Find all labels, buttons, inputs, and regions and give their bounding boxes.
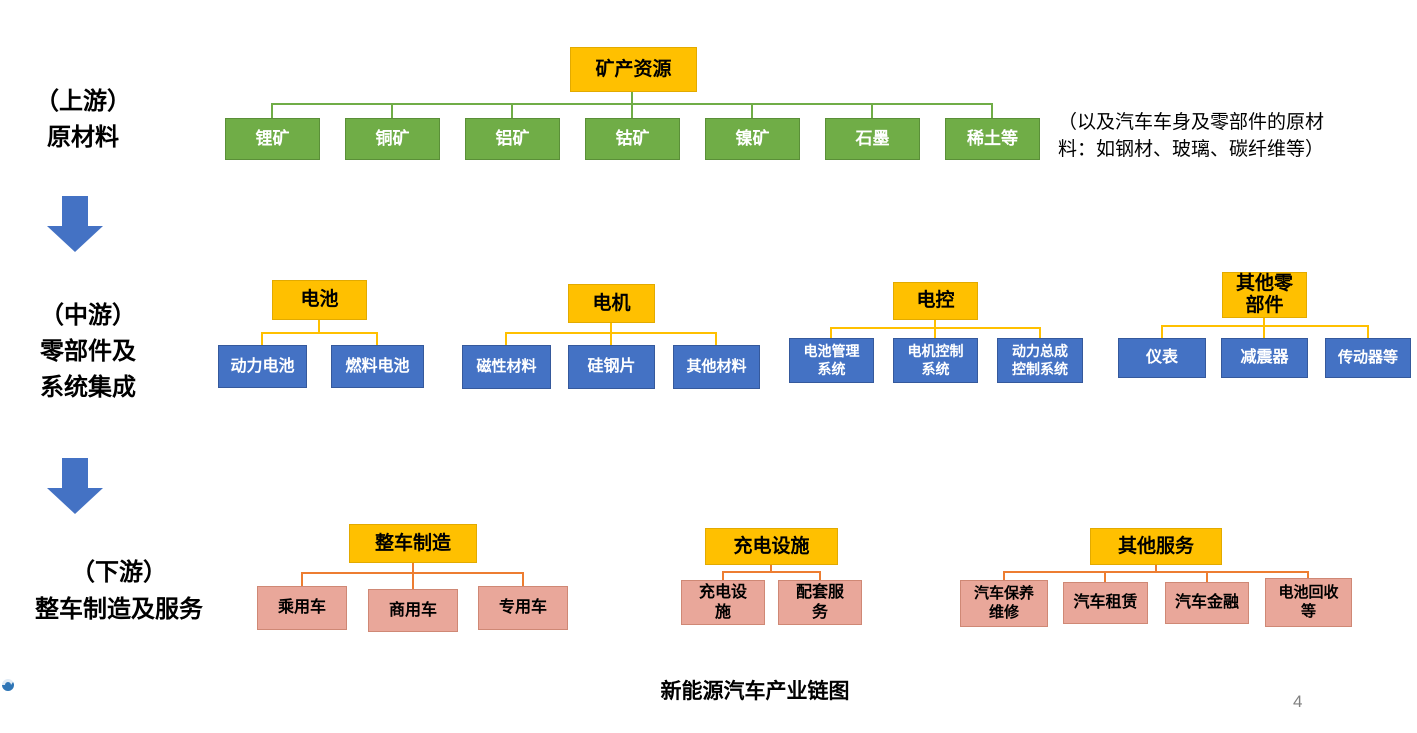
- connector: [1161, 325, 1163, 338]
- connector: [1003, 571, 1005, 581]
- connector: [511, 103, 513, 118]
- connector: [1263, 325, 1265, 338]
- upstream-label-line1: （上游）: [35, 88, 131, 115]
- connector: [1161, 325, 1369, 327]
- connector: [770, 565, 772, 572]
- transmission-box: 传动器等: [1325, 338, 1411, 378]
- supporting-services-box: 配套服务: [778, 580, 862, 625]
- connector: [1104, 571, 1106, 583]
- connector: [631, 103, 633, 118]
- connector: [376, 332, 378, 345]
- car-maintenance-box: 汽车保养维修: [960, 580, 1048, 627]
- upstream-stage-label: （上游） 原材料: [8, 84, 158, 156]
- connector: [261, 332, 263, 345]
- slide-title: 新能源汽车产业链图: [660, 680, 850, 703]
- page-number: 4: [1293, 692, 1303, 711]
- aluminum-ore-box: 铝矿: [465, 118, 560, 160]
- connector: [819, 571, 821, 581]
- connector: [934, 327, 936, 338]
- connector: [871, 103, 873, 118]
- other-materials-box: 其他材料: [673, 345, 760, 389]
- powertrain-control-system-box: 动力总成控制系统: [997, 338, 1083, 383]
- connector: [1155, 565, 1157, 572]
- other-services-header-box: 其他服务: [1090, 528, 1222, 565]
- downstream-stage-label: （下游） 整车制造及服务: [0, 554, 238, 628]
- connector: [991, 103, 993, 118]
- motor-header-box: 电机: [568, 284, 655, 323]
- midstream-label-line3: 系统集成: [40, 374, 136, 401]
- cobalt-ore-box: 钴矿: [585, 118, 680, 160]
- silicon-steel-sheet-box: 硅钢片: [568, 345, 655, 389]
- power-battery-box: 动力电池: [218, 345, 307, 388]
- down-arrow-head: [47, 226, 103, 252]
- magnetic-materials-box: 磁性材料: [462, 345, 551, 389]
- upstream-label-line2: 原材料: [47, 124, 119, 151]
- down-arrow-1: [47, 196, 103, 252]
- corner-logo-icon: [1, 678, 15, 691]
- e-control-header-box: 电控: [893, 282, 978, 320]
- graphite-box: 石墨: [825, 118, 920, 160]
- battery-header-box: 电池: [272, 280, 367, 320]
- battery-management-system-box: 电池管理系统: [789, 338, 874, 383]
- connector: [522, 572, 524, 586]
- connector: [505, 332, 507, 345]
- shock-absorber-box: 减震器: [1221, 338, 1308, 378]
- midstream-label-line2: 零部件及: [40, 338, 136, 365]
- midstream-stage-label: （中游） 零部件及 系统集成: [8, 298, 168, 406]
- copper-ore-box: 铜矿: [345, 118, 440, 160]
- connector: [1367, 325, 1369, 338]
- connector: [1263, 318, 1265, 326]
- connector: [934, 320, 936, 328]
- connector: [1206, 571, 1208, 583]
- fuel-cell-box: 燃料电池: [331, 345, 424, 388]
- connector: [610, 332, 612, 345]
- connector: [1039, 327, 1041, 338]
- connector: [1003, 571, 1309, 573]
- connector: [412, 563, 414, 573]
- down-arrow-2: [47, 458, 103, 514]
- connector: [318, 320, 320, 333]
- downstream-label-line1: （下游）: [71, 559, 167, 586]
- down-arrow-head: [47, 488, 103, 514]
- rare-earth-box: 稀土等: [945, 118, 1040, 160]
- connector: [830, 327, 832, 338]
- down-arrow-shaft: [62, 196, 88, 226]
- lithium-ore-box: 锂矿: [225, 118, 320, 160]
- instruments-box: 仪表: [1118, 338, 1206, 378]
- motor-control-system-box: 电机控制系统: [893, 338, 978, 383]
- connector: [722, 571, 724, 581]
- connector: [301, 572, 303, 586]
- special-vehicle-box: 专用车: [478, 586, 568, 630]
- downstream-label-line2: 整车制造及服务: [35, 596, 203, 623]
- other-parts-header-box: 其他零部件: [1222, 272, 1307, 318]
- passenger-vehicle-box: 乘用车: [257, 586, 347, 630]
- midstream-label-line1: （中游）: [40, 302, 136, 329]
- car-rental-box: 汽车租赁: [1063, 582, 1148, 624]
- connector: [271, 103, 273, 118]
- down-arrow-shaft: [62, 458, 88, 488]
- connector: [261, 332, 378, 334]
- connector: [751, 103, 753, 118]
- connector: [1307, 571, 1309, 579]
- vehicle-manufacturing-header-box: 整车制造: [349, 524, 477, 563]
- connector: [715, 332, 717, 345]
- charging-facility-box: 充电设施: [681, 580, 765, 625]
- auto-finance-box: 汽车金融: [1165, 582, 1249, 624]
- charging-facilities-header-box: 充电设施: [705, 528, 838, 565]
- battery-recycling-box: 电池回收等: [1265, 578, 1352, 627]
- raw-materials-note: （以及汽车车身及零部件的原材料：如钢材、玻璃、碳纤维等）: [1058, 112, 1325, 160]
- nickel-ore-box: 镍矿: [705, 118, 800, 160]
- mineral-resources-box: 矿产资源: [570, 47, 697, 92]
- commercial-vehicle-box: 商用车: [368, 589, 458, 632]
- connector: [631, 92, 633, 104]
- connector: [391, 103, 393, 118]
- connector: [412, 572, 414, 589]
- connector: [722, 571, 821, 573]
- connector: [610, 323, 612, 333]
